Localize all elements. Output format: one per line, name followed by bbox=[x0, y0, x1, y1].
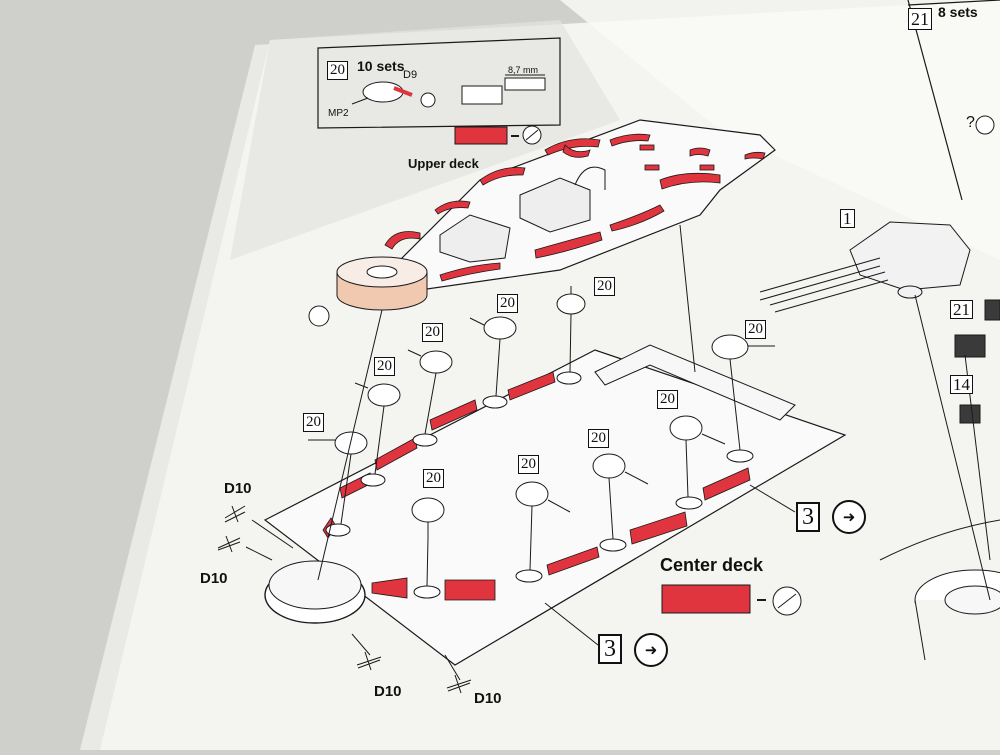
turret-ref: 20 bbox=[303, 413, 324, 432]
step-number-next: 21 bbox=[908, 8, 932, 30]
d10-parts bbox=[217, 505, 472, 694]
assembly-lines bbox=[317, 224, 796, 646]
help-icon: ? bbox=[966, 114, 975, 131]
step-ref: 3 bbox=[796, 502, 820, 532]
floating-turrets bbox=[308, 286, 775, 538]
step-number-main: 20 bbox=[327, 61, 348, 80]
main-gun-turret bbox=[759, 221, 971, 313]
part-label-d10: D10 bbox=[224, 480, 252, 497]
upper-deck-label: Upper deck bbox=[408, 156, 479, 171]
turret-ref: 20 bbox=[422, 323, 443, 342]
turret-ref: 20 bbox=[657, 390, 678, 409]
upper-deck-color-swatch bbox=[454, 126, 508, 145]
right-ref-14: 14 bbox=[950, 375, 973, 394]
arrow-right-icon: ➜ bbox=[832, 500, 866, 534]
turret-ref: 20 bbox=[518, 455, 539, 474]
inset-part-mp2: MP2 bbox=[328, 108, 349, 119]
center-deck-label: Center deck bbox=[660, 555, 764, 575]
inset-part-d9: D9 bbox=[403, 69, 418, 81]
turret-ref: 20 bbox=[423, 469, 444, 488]
center-deck-color-swatch bbox=[661, 584, 751, 614]
upper-deck-red-parts bbox=[384, 133, 766, 282]
barbette-rings bbox=[325, 371, 754, 599]
turret-ref: 20 bbox=[588, 429, 609, 448]
part-label-d10: D10 bbox=[474, 690, 502, 707]
turret-ref: 20 bbox=[745, 320, 766, 339]
right-ref-1: 1 bbox=[840, 209, 855, 228]
turret-ref: 20 bbox=[594, 277, 615, 296]
light-band bbox=[560, 0, 1000, 260]
turret-ref: 20 bbox=[374, 357, 395, 376]
arrow-right-icon: ➜ bbox=[634, 633, 668, 667]
inset-box bbox=[317, 37, 561, 129]
step-ref: 3 bbox=[598, 634, 622, 664]
right-ref-21: 21 bbox=[950, 300, 973, 319]
aa-guns bbox=[954, 299, 1000, 424]
part-label-d10: D10 bbox=[200, 570, 228, 587]
inset-measure: 8,7 mm bbox=[508, 65, 539, 75]
step-sets-main: 10 sets bbox=[357, 58, 405, 74]
turret-ref: 20 bbox=[497, 294, 518, 313]
part-label-d10: D10 bbox=[374, 683, 402, 700]
step-sets-next: 8 sets bbox=[938, 4, 978, 20]
